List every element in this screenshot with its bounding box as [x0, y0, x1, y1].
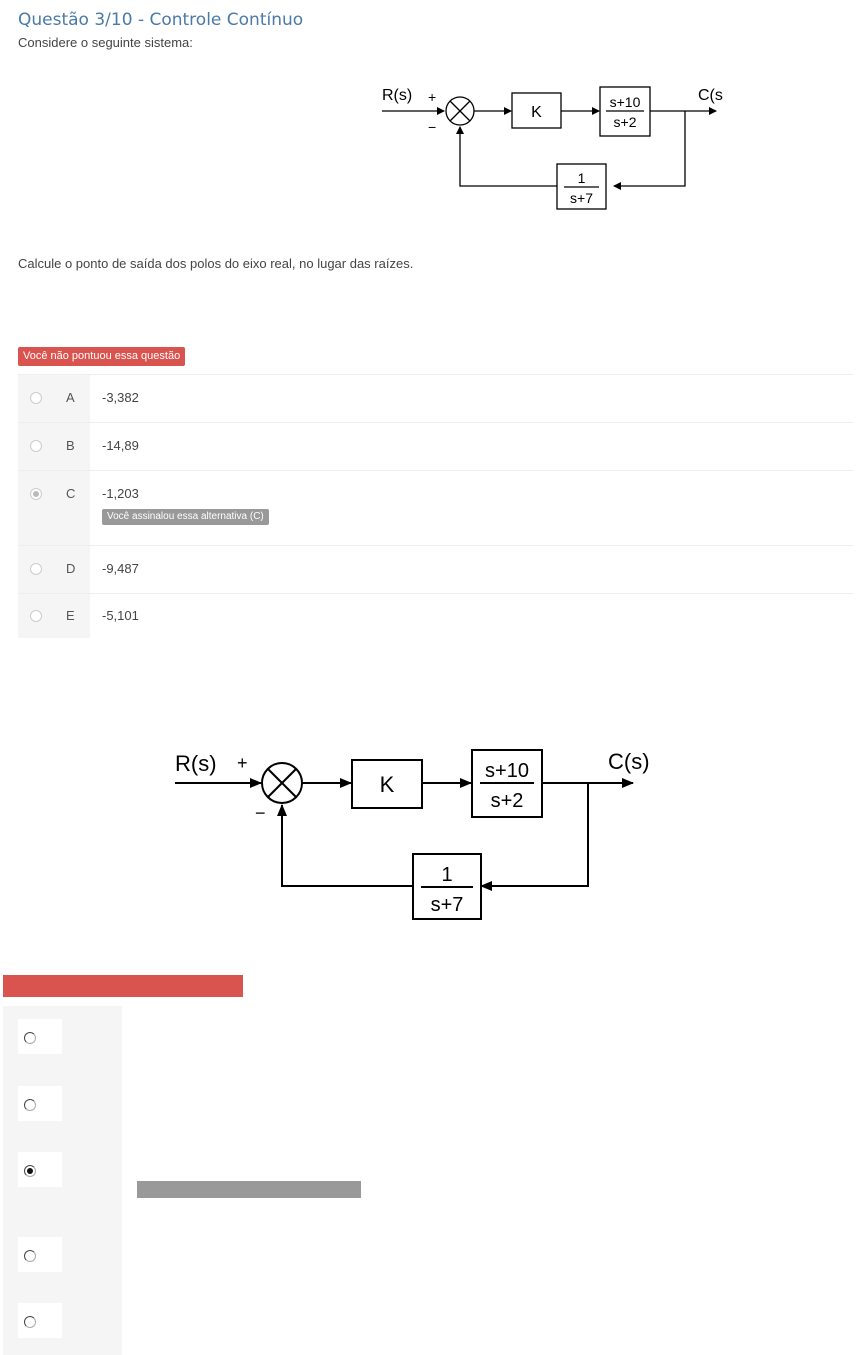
radio-button[interactable] — [24, 1250, 36, 1262]
radio-box — [18, 1086, 62, 1121]
option-letter: C — [66, 486, 76, 501]
radio-button-selected[interactable] — [30, 488, 42, 500]
radio-button[interactable] — [30, 440, 42, 452]
gain-block — [351, 759, 423, 809]
answer-options: A -3,382 B -14,89 C -1,203 Você assinalo… — [18, 374, 853, 638]
option-letter: A — [66, 390, 75, 405]
gain-label: K — [531, 104, 542, 121]
question-intro: Considere o seguinte sistema: — [18, 35, 193, 50]
gain-label: K — [380, 772, 395, 797]
option-c[interactable]: C -1,203 Você assinalou essa alternativa… — [18, 470, 853, 545]
question-title: Questão 3/10 - Controle Contínuo — [18, 10, 304, 30]
question-text: Calcule o ponto de saída dos polos do ei… — [18, 256, 414, 271]
option-a[interactable]: A -3,382 — [18, 374, 853, 422]
option-value: -9,487 — [102, 561, 139, 576]
radio-box — [18, 1237, 62, 1272]
radio-button[interactable] — [30, 392, 42, 404]
minus-sign: − — [428, 119, 436, 135]
radio-box — [18, 1303, 62, 1338]
block-diagram-small: R(s) + − K s+10 s+2 C(s) 1 s+7 — [382, 86, 723, 210]
minus-sign: − — [255, 803, 266, 823]
selected-badge: Você assinalou essa alternativa (C) — [102, 509, 269, 525]
plant-denominator: s+2 — [614, 114, 637, 130]
option-value: -5,101 — [102, 608, 139, 623]
input-label: R(s) — [175, 751, 217, 776]
selected-badge-bar — [137, 1181, 361, 1198]
plant-denominator: s+2 — [491, 790, 524, 812]
radio-box — [18, 1152, 62, 1187]
radio-button[interactable] — [30, 563, 42, 575]
plant-numerator: s+10 — [610, 94, 641, 110]
output-label: C(s) — [698, 87, 723, 104]
output-label: C(s) — [608, 749, 650, 774]
radio-button[interactable] — [24, 1316, 36, 1328]
result-badge-bar — [3, 975, 243, 997]
option-e[interactable]: E -5,101 — [18, 593, 853, 638]
radio-box — [18, 1019, 62, 1054]
plus-sign: + — [428, 89, 436, 105]
feedback-denominator: s+7 — [570, 190, 593, 206]
input-label: R(s) — [382, 87, 412, 104]
option-value: -1,203 — [102, 486, 139, 501]
option-d[interactable]: D -9,487 — [18, 545, 853, 593]
feedback-numerator: 1 — [578, 170, 586, 186]
feedback-denominator: s+7 — [431, 894, 464, 916]
radio-button[interactable] — [30, 610, 42, 622]
option-letter: B — [66, 438, 75, 453]
feedback-numerator: 1 — [441, 864, 452, 886]
result-badge: Você não pontuou essa questão — [18, 347, 186, 366]
options-gutter — [3, 1006, 122, 1355]
plus-sign: + — [237, 753, 248, 773]
radio-button[interactable] — [24, 1032, 36, 1044]
option-letter: D — [66, 561, 76, 576]
radio-button[interactable] — [24, 1099, 36, 1111]
option-b[interactable]: B -14,89 — [18, 422, 853, 470]
gain-block — [511, 92, 562, 129]
block-diagram-large: R(s) + − K s+10 s+2 C(s) 1 s+7 — [175, 749, 650, 920]
radio-button-selected[interactable] — [24, 1165, 36, 1177]
plant-numerator: s+10 — [485, 760, 529, 782]
option-letter: E — [66, 608, 75, 623]
option-value: -14,89 — [102, 438, 139, 453]
option-value: -3,382 — [102, 390, 139, 405]
